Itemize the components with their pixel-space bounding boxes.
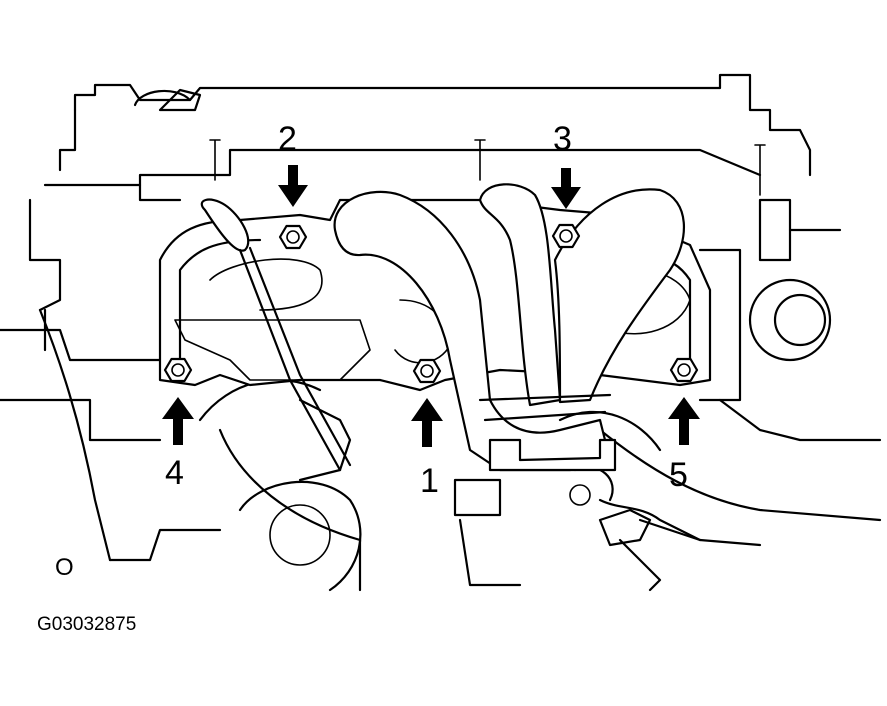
callout-2: 2 [278, 120, 297, 158]
callout-1: 1 [420, 462, 439, 500]
arrow-icon [278, 165, 308, 207]
callout-4: 4 [165, 454, 184, 492]
hex-nut-icon [278, 224, 308, 250]
arrow-icon [162, 397, 194, 445]
hex-nut-icon [163, 357, 193, 383]
figure-code: G03032875 [37, 614, 136, 635]
hex-nut-icon [669, 357, 699, 383]
exhaust-pipes [333, 183, 686, 472]
arrow-icon [411, 398, 443, 447]
callout-3: 3 [553, 120, 572, 158]
hex-nut-icon [412, 358, 442, 384]
hex-nut-icon [551, 223, 581, 249]
arrow-icon [668, 397, 700, 445]
callout-5: 5 [669, 456, 688, 494]
corner-mark: O [55, 554, 74, 581]
arrow-icon [551, 168, 581, 209]
oil-dipstick [200, 198, 352, 472]
